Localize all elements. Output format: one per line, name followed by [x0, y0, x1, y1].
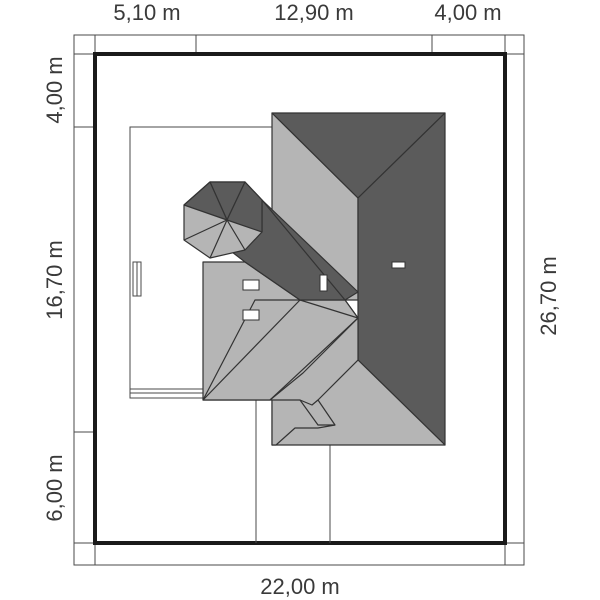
dim-bottom: 22,00 m: [260, 574, 340, 599]
roof: [183, 112, 446, 446]
dim-left-bottom: 6,00 m: [42, 454, 67, 521]
dimension-frame: [73, 34, 525, 566]
dim-left-middle: 16,70 m: [42, 240, 67, 320]
dim-right: 26,70 m: [536, 256, 561, 336]
plot-boundary: [93, 52, 507, 545]
dim-top-right: 4,00 m: [434, 0, 501, 25]
skylight-2: [242, 309, 260, 321]
chimney-2: [391, 261, 406, 269]
roof-entrance: [271, 399, 336, 446]
dim-top-middle: 12,90 m: [274, 0, 354, 25]
chimney-1: [319, 274, 328, 292]
skylight-1: [242, 279, 260, 291]
dim-left-top: 4,00 m: [42, 56, 67, 123]
building-outline: [129, 126, 331, 543]
dim-top-left: 5,10 m: [113, 0, 180, 25]
